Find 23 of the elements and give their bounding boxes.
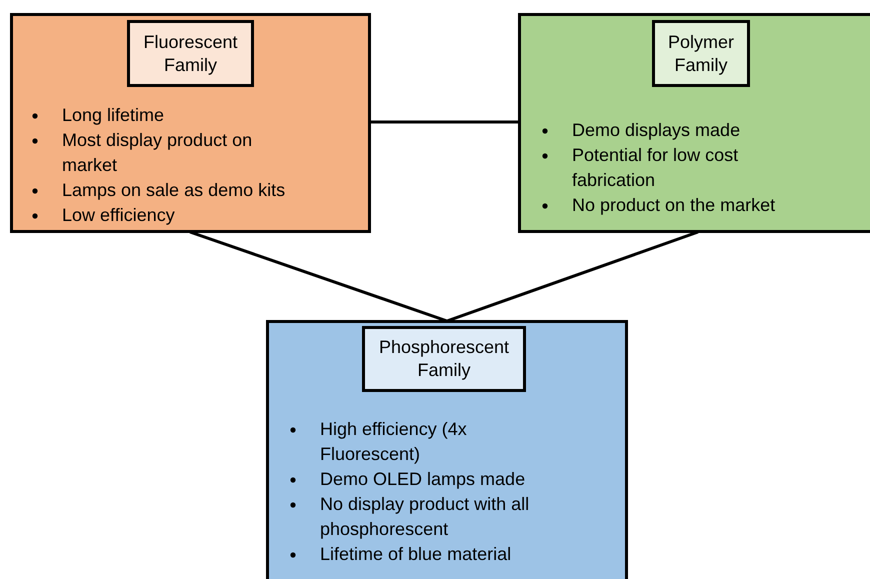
family-title: Fluorescent Family (142, 30, 239, 76)
connector-line (190, 230, 448, 322)
bullet-text: Lamps on sale as demo kits (62, 179, 286, 202)
bullet-text: Demo OLED lamps made (320, 468, 526, 491)
title-box (127, 20, 254, 87)
family-title: Phosphorescent Family (378, 336, 510, 382)
title-box (362, 326, 526, 392)
bullet-text: Long lifetime (62, 104, 166, 127)
bullet-text: Most display product on market (62, 129, 254, 177)
bullet-text: High efficiency (4x Fluorescent) (320, 418, 468, 466)
title-box (652, 20, 750, 87)
bullet-text: Demo displays made (572, 119, 742, 142)
bullet-text: Lifetime of blue material (320, 543, 512, 566)
connector-line (370, 120, 519, 124)
bullet-text: No display product with all phosphorescent (320, 493, 530, 541)
connector-line (446, 230, 698, 322)
category-panel (518, 13, 870, 233)
category-panel (266, 320, 628, 579)
family-title: Polymer Family (666, 30, 735, 76)
bullet-text: Low efficiency (62, 204, 176, 227)
bullet-text: No product on the market (572, 194, 776, 217)
bullet-text: Potential for low cost fabrication (572, 144, 740, 192)
category-panel (10, 13, 371, 233)
